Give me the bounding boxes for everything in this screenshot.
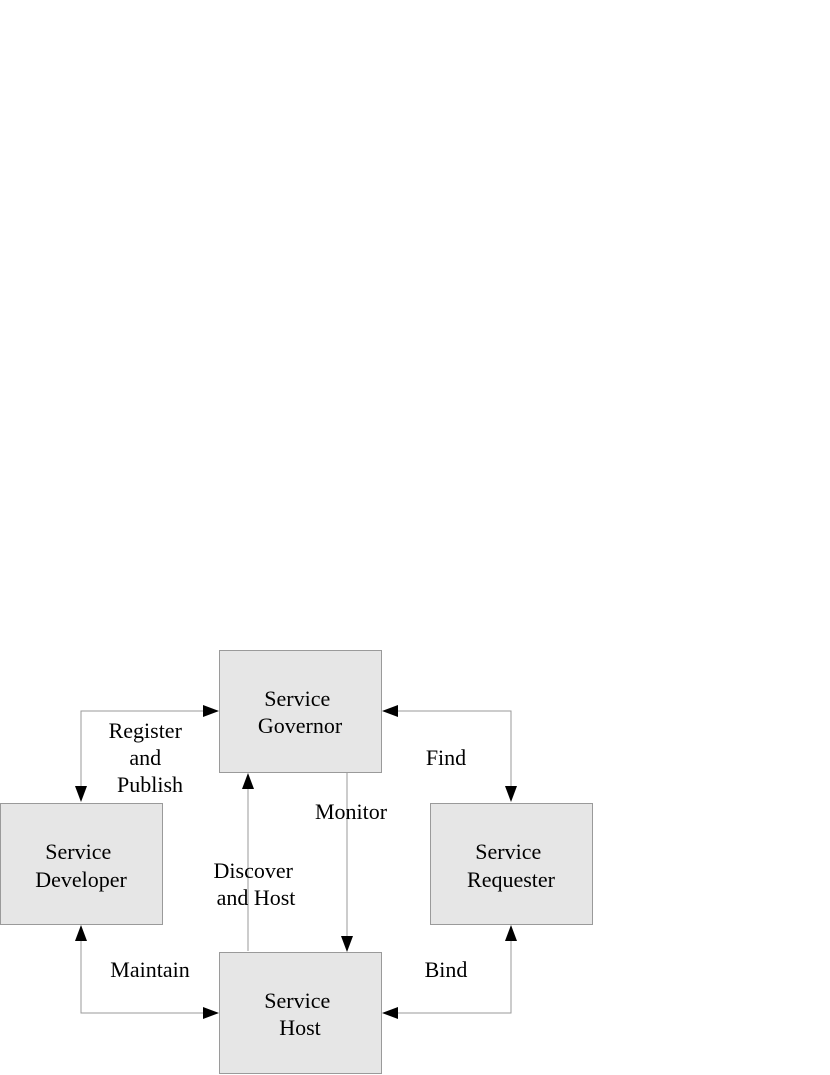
requester-box [430, 803, 593, 925]
arrowhead-into-developer-bottom [75, 925, 87, 941]
register-publish-line-1: Register [109, 718, 183, 743]
host-box [219, 952, 382, 1074]
register-publish-label: Register and Publish [109, 718, 188, 797]
arrowhead-into-host-top [341, 936, 353, 952]
requester-label-line-1: Service [475, 839, 541, 864]
find-connector [397, 710, 512, 786]
host-label-line-1: Service [264, 988, 330, 1013]
governor-label-line-2: Governor [258, 713, 343, 738]
developer-box [0, 803, 163, 925]
connectors [75, 705, 517, 1019]
arrowhead-into-host-right [382, 1007, 398, 1019]
developer-label-line-1: Service [45, 839, 111, 864]
arrowhead-into-requester-bottom [505, 925, 517, 941]
maintain-line-1: Maintain [110, 957, 189, 982]
developer-label: Service Developer [35, 839, 127, 892]
arrowhead-into-governor-left [203, 705, 219, 717]
discover-host-label: Discover and Host [214, 858, 299, 910]
find-label: Find [426, 745, 466, 770]
arrowhead-into-governor-right [382, 705, 398, 717]
arrowhead-into-host-left [203, 1007, 219, 1019]
governor-box [219, 650, 382, 773]
node-service-governor: Service Governor [219, 650, 382, 773]
monitor-line-1: Monitor [315, 799, 388, 824]
register-publish-line-3: Publish [117, 772, 183, 797]
discover-host-line-2: and Host [217, 885, 296, 910]
governor-label-line-1: Service [264, 686, 330, 711]
maintain-connector [80, 941, 205, 1014]
monitor-label: Monitor [315, 799, 388, 824]
node-service-host: Service Host [219, 952, 382, 1074]
find-line-1: Find [426, 745, 466, 770]
register-publish-connector [80, 710, 205, 786]
discover-host-line-1: Discover [214, 858, 294, 883]
requester-label: Service Requester [467, 839, 556, 892]
governor-label: Service Governor [258, 686, 343, 738]
arrowhead-into-developer-top [75, 786, 87, 802]
arrowhead-into-requester-top [505, 786, 517, 802]
maintain-label: Maintain [110, 957, 189, 982]
requester-label-line-2: Requester [467, 867, 556, 892]
bind-connector [397, 941, 512, 1014]
developer-label-line-2: Developer [35, 867, 127, 892]
host-label-line-2: Host [279, 1015, 321, 1040]
node-service-requester: Service Requester [430, 803, 593, 925]
bind-label: Bind [425, 957, 468, 982]
register-publish-line-2: and [129, 745, 161, 770]
node-service-developer: Service Developer [0, 803, 163, 925]
bind-line-1: Bind [425, 957, 468, 982]
arrowhead-into-governor-bottom [242, 773, 254, 789]
host-label: Service Host [264, 988, 335, 1040]
